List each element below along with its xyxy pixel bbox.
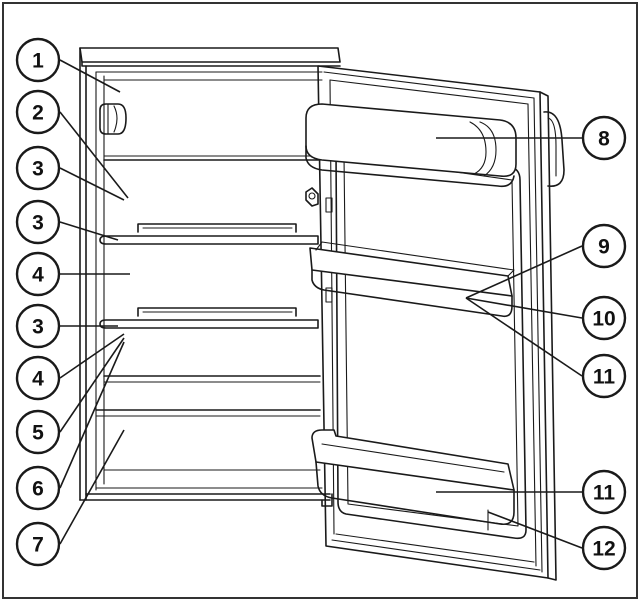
leader-1: [59, 59, 121, 93]
leader-7: [59, 429, 125, 545]
callout-11a-label: 11: [593, 366, 616, 389]
callout-4a-label: 4: [32, 264, 44, 287]
crisper-drawer: [95, 409, 321, 471]
leader-6: [59, 341, 125, 489]
leader-2: [59, 111, 129, 199]
thermostat-knob: [99, 103, 127, 135]
callout-7-label: 7: [32, 534, 44, 557]
callout-10: 10: [581, 295, 627, 341]
callout-4b: 4: [15, 355, 61, 401]
leader-12: [487, 511, 583, 549]
callout-3c-label: 3: [32, 316, 44, 339]
callout-1-label: 1: [32, 50, 44, 73]
leader-lines: [59, 59, 583, 549]
callout-3a-label: 3: [32, 158, 44, 181]
door-handle: [543, 111, 565, 187]
freezer-compartment: [103, 155, 321, 161]
callout-10-label: 10: [592, 308, 615, 331]
shelf-upper: [99, 223, 319, 245]
leader-4b: [59, 333, 125, 379]
door-fixings: [325, 197, 333, 303]
callout-11b: 11: [581, 469, 627, 515]
callout-7: 7: [15, 521, 61, 567]
leader-9: [465, 245, 583, 299]
callout-3b-label: 3: [32, 212, 44, 235]
crisper-cover: [103, 375, 321, 383]
leader-11a: [465, 297, 583, 377]
door-shelf-upper: [309, 241, 515, 318]
callout-11a: 11: [581, 353, 627, 399]
callout-5: 5: [15, 409, 61, 455]
callout-3a: 3: [15, 145, 61, 191]
leader-5: [59, 337, 125, 433]
callout-3c: 3: [15, 303, 61, 349]
leader-3a: [59, 167, 125, 201]
callout-2: 2: [15, 89, 61, 135]
callout-2-label: 2: [32, 102, 44, 125]
callout-12: 12: [581, 525, 627, 571]
callout-3b: 3: [15, 199, 61, 245]
callout-4a: 4: [15, 251, 61, 297]
leader-10: [465, 297, 583, 319]
hinge-bracket: [305, 187, 319, 207]
callout-6-label: 6: [32, 478, 44, 501]
callout-5-label: 5: [32, 422, 44, 445]
callout-11b-label: 11: [593, 482, 616, 505]
leader-3b: [59, 221, 119, 241]
callout-6: 6: [15, 465, 61, 511]
callout-9-label: 9: [598, 236, 610, 259]
door-shelf-bottle: [311, 429, 515, 531]
callout-8: 8: [581, 115, 627, 161]
butter-compartment: [305, 103, 517, 188]
callout-1: 1: [15, 37, 61, 83]
callout-8-label: 8: [598, 128, 610, 151]
callout-9: 9: [581, 223, 627, 269]
callout-12-label: 12: [592, 538, 615, 561]
shelf-middle: [99, 307, 319, 329]
callout-4b-label: 4: [32, 368, 44, 391]
